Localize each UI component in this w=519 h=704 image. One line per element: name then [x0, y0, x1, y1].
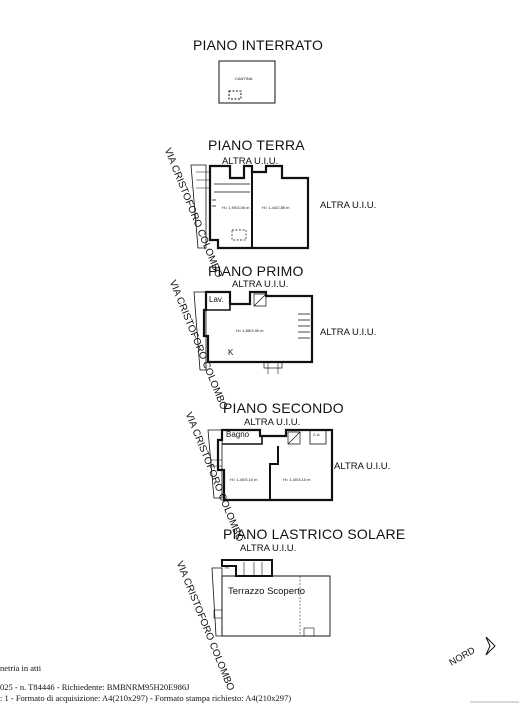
title-piano-interrato: PIANO INTERRATO	[193, 37, 324, 53]
label-height-secondo-1: H= 1,40/3,10 m	[230, 477, 258, 482]
label-altra-uiu-secondo-top: ALTRA U.I.U.	[244, 417, 301, 428]
label-ripostiglio: Ri	[225, 565, 229, 570]
label-altra-uiu-primo-top: ALTRA U.I.U.	[232, 279, 289, 290]
label-ca: C.A	[313, 432, 320, 437]
label-altra-uiu-primo-right: ALTRA U.I.U.	[320, 327, 377, 338]
footer-line-3: : 1 - Formato di acquisizione: A4(210x29…	[0, 693, 292, 703]
title-piano-terra: PIANO TERRA	[208, 137, 305, 153]
plan-interrato	[218, 60, 276, 104]
plan-terra	[190, 164, 310, 250]
label-height-terra-2: H= 1,44/2,85 m	[262, 205, 290, 210]
title-piano-secondo: PIANO SECONDO	[223, 400, 344, 416]
north-arrow-icon	[485, 636, 496, 656]
label-altra-uiu-terra-right: ALTRA U.I.U.	[320, 200, 377, 211]
label-altra-uiu-lastrico-top: ALTRA U.I.U.	[240, 543, 297, 554]
label-altra-uiu-terra-top: ALTRA U.I.U.	[222, 156, 279, 167]
label-height-secondo-2: H= 1,40/3,10 m	[283, 477, 311, 482]
label-altra-uiu-secondo-right: ALTRA U.I.U.	[334, 461, 391, 472]
label-terrazzo-scoperto: Terrazzo Scoperto	[228, 586, 306, 597]
title-piano-lastrico-solare: PIANO LASTRICO SOLARE	[223, 526, 406, 542]
label-cantina: CANTINA	[235, 76, 253, 81]
footer-line-2: 025 - n. T84446 - Richiedente: BMBNRM95H…	[0, 682, 190, 692]
label-bagno: Bagno	[226, 430, 250, 439]
plan-primo	[193, 290, 314, 374]
plan-secondo	[207, 428, 334, 502]
title-piano-primo: PIANO PRIMO	[208, 263, 304, 279]
plan-lastrico	[211, 559, 331, 637]
label-k: K	[228, 348, 234, 357]
label-height-terra-1: H= 1,90/3,06 m	[222, 205, 250, 210]
footer-line-1: netria in atti	[0, 663, 42, 673]
label-lav: Lav.	[209, 295, 224, 304]
label-height-primo: H= 1,85/3,90 m	[236, 328, 264, 333]
